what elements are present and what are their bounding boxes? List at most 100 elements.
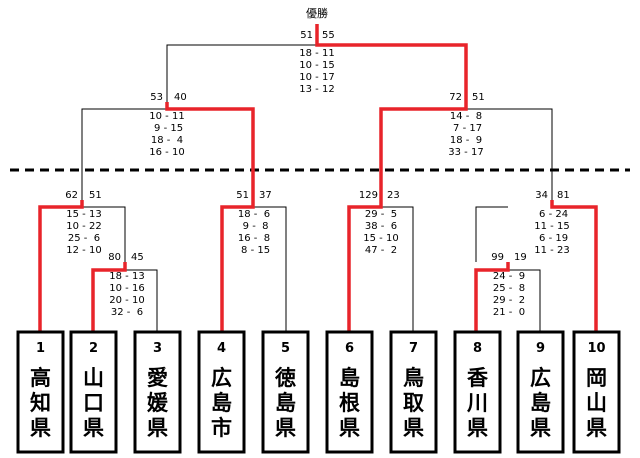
line-r1-8v9-right — [508, 269, 541, 332]
line-final-left — [166, 44, 317, 102]
match-semi-left: 53 40 10 - 11 9 - 15 18 - 4 16 - 10 — [149, 92, 186, 158]
win-semi-right — [379, 102, 468, 200]
set-score: 25 - 6 — [68, 233, 100, 244]
score-right: 45 — [131, 252, 144, 263]
team-name-char: 島 — [211, 391, 232, 415]
set-score: 11 - 23 — [534, 245, 569, 256]
line-r2-1vW-right — [82, 206, 126, 262]
team-box: 7 鳥 取 県 — [389, 330, 438, 454]
score-left: 53 — [150, 92, 163, 103]
line-r2-6v7-right — [381, 206, 414, 332]
match-r1-8v9: 99 19 24 - 9 25 - 8 29 - 2 21 - 0 — [491, 252, 526, 318]
team-box: 4 広 島 市 — [197, 330, 246, 454]
set-score: 33 - 17 — [448, 147, 483, 158]
team-box-frame — [389, 330, 438, 454]
winning-paths — [38, 24, 598, 332]
team-box: 9 広 島 県 — [516, 330, 565, 454]
win-r2-1vW — [38, 200, 84, 332]
set-score: 12 - 10 — [66, 245, 101, 256]
team-box-frame — [261, 330, 310, 454]
win-semi-left — [165, 102, 255, 200]
team-number: 4 — [217, 341, 226, 356]
match-semi-right: 72 51 14 - 8 7 - 17 18 - 9 33 - 17 — [448, 92, 484, 158]
team-boxes: 1 高 知 県 2 山 口 県 3 愛 媛 県 4 広 島 市 5 — [16, 330, 621, 454]
score-left: 80 — [108, 252, 121, 263]
win-r2-6v7 — [347, 200, 383, 332]
set-score: 15 - 10 — [363, 233, 398, 244]
score-left: 129 — [359, 190, 378, 201]
team-name-char: 高 — [30, 366, 51, 390]
team-name-char: 根 — [339, 391, 360, 415]
score-right: 19 — [514, 252, 527, 263]
team-number: 6 — [345, 341, 354, 356]
win-r1-2v3 — [91, 262, 127, 332]
set-score: 20 - 10 — [109, 295, 144, 306]
team-name-char: 島 — [339, 366, 360, 390]
team-name-char: 県 — [30, 416, 51, 440]
score-left: 34 — [535, 190, 548, 201]
set-score: 10 - 15 — [299, 60, 334, 71]
win-final — [315, 24, 468, 102]
match-r2-4v5: 51 37 18 - 6 9 - 8 16 - 8 8 - 15 — [236, 190, 271, 256]
team-name-char: 徳 — [274, 366, 296, 390]
team-name-char: 県 — [467, 416, 488, 440]
score-left: 62 — [65, 190, 78, 201]
set-score: 6 - 19 — [536, 233, 568, 244]
win-r2-Wv10 — [550, 200, 598, 332]
set-score: 14 - 8 — [450, 111, 482, 122]
set-score: 18 - 6 — [238, 209, 270, 220]
team-name-char: 岡 — [586, 366, 607, 390]
score-right: 51 — [89, 190, 102, 201]
set-score: 29 - 2 — [493, 295, 525, 306]
team-name-char: 山 — [83, 366, 104, 390]
champion-label: 優勝 — [306, 6, 328, 20]
team-name-char: 媛 — [146, 391, 169, 415]
team-number: 10 — [587, 341, 605, 356]
line-r2-4v5-right — [253, 206, 287, 332]
score-right: 51 — [472, 92, 485, 103]
team-number: 9 — [536, 341, 545, 356]
team-name-char: 香 — [467, 366, 489, 390]
score-left: 72 — [449, 92, 462, 103]
team-box-frame — [516, 330, 565, 454]
team-name-char: 県 — [586, 416, 607, 440]
line-r2-Wv10-left — [475, 206, 508, 262]
score-left: 99 — [491, 252, 504, 263]
team-name-char: 県 — [403, 416, 424, 440]
team-number: 3 — [153, 341, 162, 356]
team-name-char: 知 — [30, 391, 51, 415]
set-score: 10 - 22 — [66, 221, 101, 232]
set-score: 9 - 15 — [151, 123, 183, 134]
set-score: 7 - 17 — [450, 123, 482, 134]
score-right: 81 — [557, 190, 570, 201]
team-box: 5 徳 島 県 — [261, 330, 310, 454]
set-score: 18 - 11 — [299, 48, 334, 59]
team-name-char: 山 — [586, 391, 607, 415]
score-right: 40 — [174, 92, 187, 103]
team-name-char: 島 — [530, 391, 551, 415]
set-score: 16 - 10 — [149, 147, 184, 158]
team-box: 6 島 根 県 — [325, 330, 374, 454]
team-name-char: 県 — [83, 416, 104, 440]
team-name-char: 鳥 — [403, 366, 424, 390]
match-r2-1vW: 62 51 15 - 13 10 - 22 25 - 6 12 - 10 — [65, 190, 101, 256]
set-score: 29 - 5 — [365, 209, 397, 220]
team-name-char: 市 — [211, 416, 232, 440]
set-score: 24 - 9 — [493, 271, 525, 282]
win-r1-8v9 — [474, 262, 510, 332]
team-name-char: 広 — [211, 366, 232, 390]
team-box-frame — [572, 330, 621, 454]
set-score: 11 - 15 — [534, 221, 569, 232]
team-name-char: 広 — [530, 366, 551, 390]
set-score: 38 - 6 — [365, 221, 397, 232]
team-name-char: 県 — [275, 416, 296, 440]
set-score: 18 - 9 — [450, 135, 482, 146]
team-name-char: 県 — [530, 416, 551, 440]
set-score: 10 - 16 — [109, 283, 144, 294]
set-score: 32 - 6 — [111, 307, 143, 318]
score-final-right: 55 — [322, 30, 335, 41]
set-score: 18 - 4 — [151, 135, 183, 146]
team-box: 3 愛 媛 県 — [133, 330, 182, 454]
set-score: 16 - 8 — [238, 233, 270, 244]
line-semi-right-right — [466, 108, 553, 200]
